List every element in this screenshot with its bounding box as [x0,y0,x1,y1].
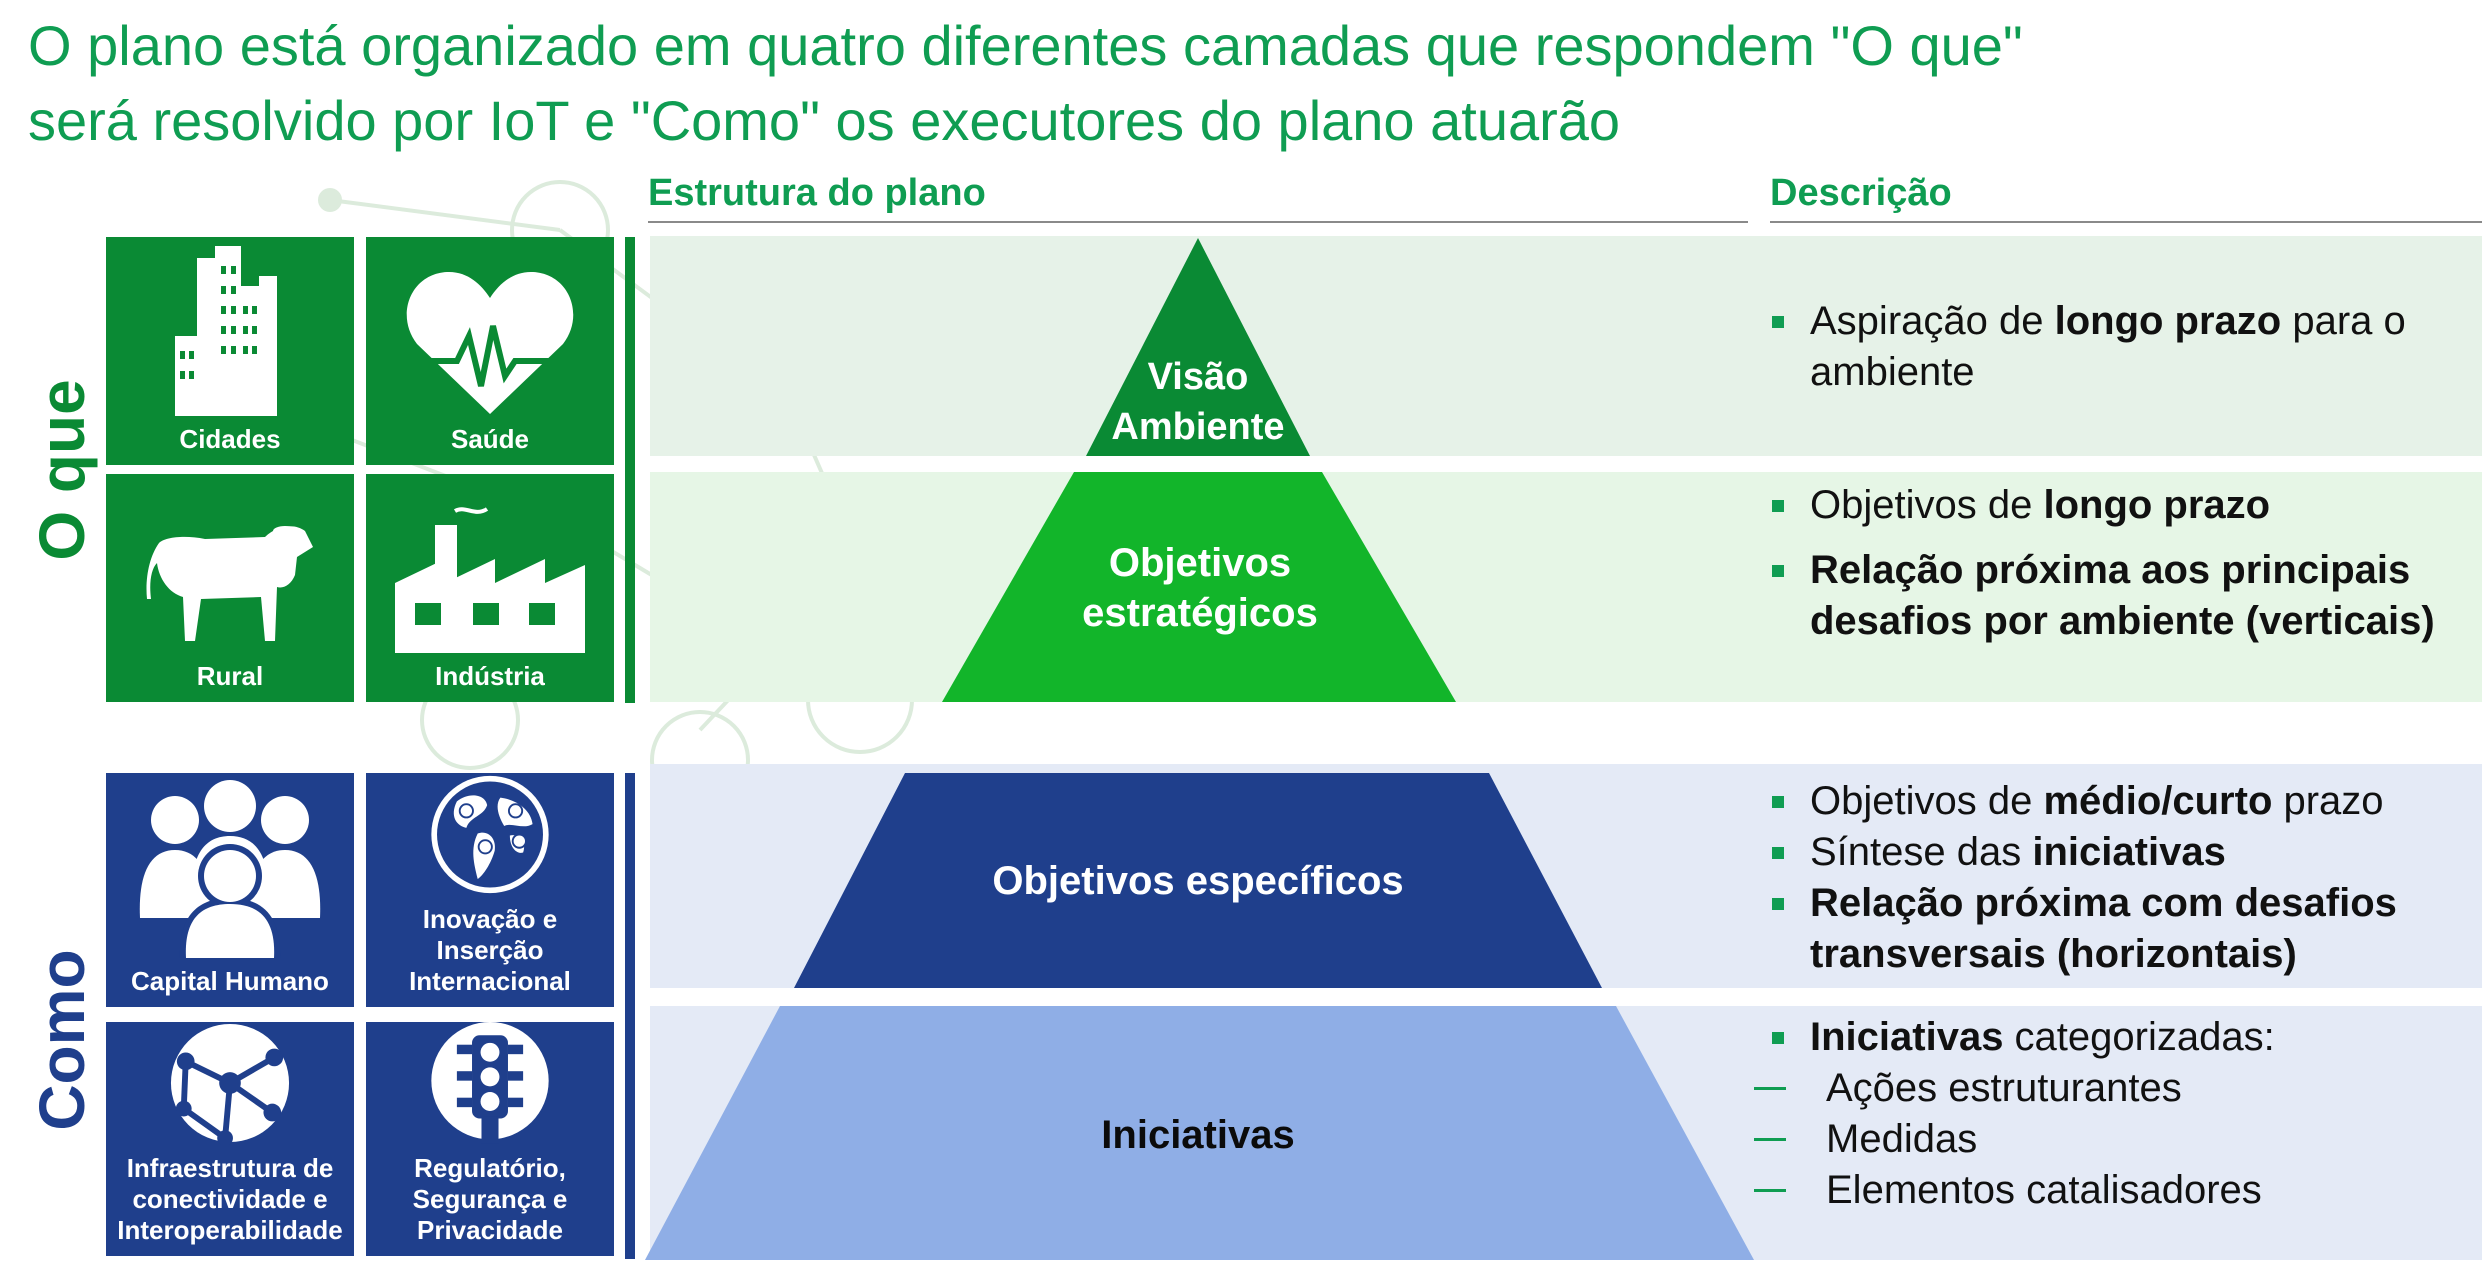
tile-saude: Saúde [366,237,614,465]
band-objetivos-estrategicos [650,472,2482,702]
pyramid-label-visao: Visão Ambiente [1111,356,1285,448]
bullet-icon [1772,796,1784,808]
cow-icon [146,526,313,641]
buildings-icon [175,246,277,416]
pyramid-label-objetivos-especificos: Objetivos específicos [992,859,1404,903]
pyramid-level-objetivos-especificos [794,773,1602,988]
description-item: Relação próxima aos principais desafios … [1770,545,2470,647]
description-objetivos-estrategicos: Objetivos de longo prazo Relação próxima… [1770,480,2470,647]
pyramid-label-iniciativas: Iniciativas [1101,1113,1295,1157]
globe-pins-icon [431,775,549,894]
description-item: Síntese das iniciativas [1770,827,2470,878]
traffic-light-icon [431,1022,549,1144]
bullet-icon [1772,565,1784,577]
what-separator-bar [625,237,635,703]
description-item: Iniciativas categorizadas: [1770,1012,2470,1063]
slide-title-line-2: será resolvido por IoT e "Como" os execu… [28,89,1621,152]
pyramid-level-visao [1086,238,1310,456]
pyramid-level-iniciativas [645,1006,1754,1260]
tile-infraestrutura: Infraestrutura de conectividade e Intero… [106,1022,354,1256]
people-icon [139,780,321,958]
description-item: Objetivos de médio/curto prazo [1770,776,2470,827]
description-subitem: Medidas [1754,1114,2470,1165]
description-header: Descrição [1770,172,2482,223]
dash-icon [1754,1087,1786,1090]
tile-label: Rural [196,661,264,691]
tile-label: Cidades [179,424,281,454]
description-subitem: Elementos catalisadores [1754,1165,2470,1216]
bullet-icon [1772,898,1784,910]
tile-capital-humano: Capital Humano [106,773,354,1007]
tile-inovacao: Inovação e Inserção Internacional [366,773,614,1007]
band-visao [650,236,2482,456]
dash-icon [1754,1138,1786,1141]
how-separator-bar [625,773,635,1259]
bullet-icon [1772,316,1784,328]
description-objetivos-especificos: Objetivos de médio/curto prazo Síntese d… [1770,776,2470,980]
network-globe-icon [170,1023,290,1145]
bullet-icon [1772,847,1784,859]
description-item: Objetivos de longo prazo [1770,480,2470,531]
tile-label: Regulatório, Segurança e Privacidade [412,1153,568,1245]
description-iniciativas: Iniciativas categorizadas: Ações estrutu… [1754,1012,2470,1216]
tile-label: Indústria [435,661,545,691]
structure-header: Estrutura do plano [648,172,1748,223]
tile-cidades: Cidades [106,237,354,465]
tile-industria: Indústria [366,474,614,702]
description-visao: Aspiração de longo prazo para o ambiente [1770,296,2470,398]
heart-pulse-icon [405,271,575,414]
description-item: Aspiração de longo prazo para o ambiente [1770,296,2470,398]
tile-label: Inovação e Inserção Internacional [409,904,571,996]
factory-icon [395,507,585,653]
pyramid-level-objetivos-estrategicos [942,472,1456,702]
bullet-icon [1772,1032,1784,1044]
pyramid-label-objetivos-estrategicos: Objetivos estratégicos [1082,541,1318,635]
slide-title: O plano está organizado em quatro difere… [28,8,2448,158]
dash-icon [1754,1189,1786,1192]
tile-label: Saúde [450,424,530,454]
bullet-icon [1772,500,1784,512]
description-subitem: Ações estruturantes [1754,1063,2470,1114]
slide-title-line-1: O plano está organizado em quatro difere… [28,14,2023,77]
description-item: Relação próxima com desafios transversai… [1770,878,2470,980]
tile-regulatorio: Regulatório, Segurança e Privacidade [366,1022,614,1256]
tile-rural: Rural [106,474,354,702]
tile-label: Capital Humano [131,966,329,996]
tile-label: Infraestrutura de conectividade e Intero… [117,1153,343,1245]
